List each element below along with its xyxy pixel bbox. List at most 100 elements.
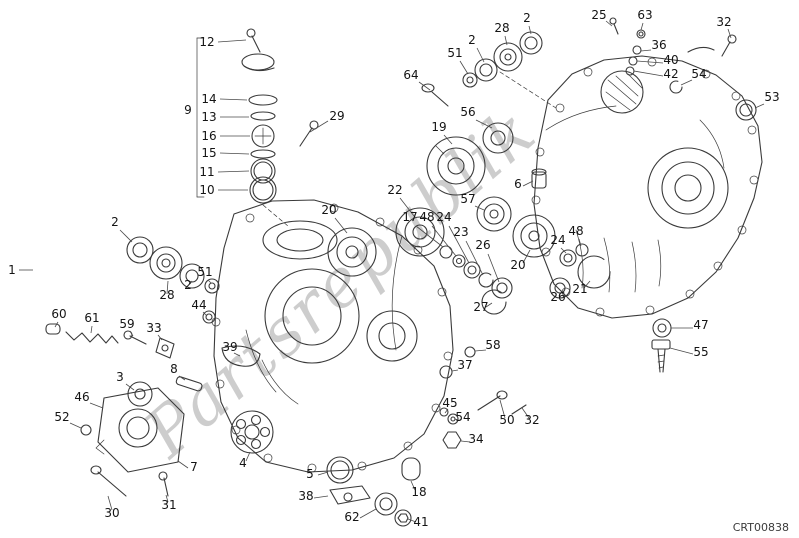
callout-30: 30 [104,506,119,520]
left-seal-set [126,236,220,294]
bolt-64 [421,83,449,107]
leader-line-7 [177,460,189,469]
callout-1: 1 [8,263,16,277]
leader-line-23 [465,240,484,276]
callout-26: 26 [550,290,565,304]
callout-9: 9 [184,103,192,117]
leader-line-17 [415,225,444,248]
callout-63: 63 [637,8,652,22]
leader-line-26 [487,253,500,283]
washer-series-center [439,245,513,315]
callout-51: 51 [447,46,462,60]
callout-54: 54 [691,67,706,81]
callout-28: 28 [159,288,174,302]
leader-line-12 [217,39,247,43]
leader-line-45 [444,408,449,414]
callout-17: 17 [402,210,417,224]
callout-51: 51 [197,265,212,279]
bolt-29 [299,120,319,147]
leader-line-33 [157,334,163,341]
callout-29: 29 [329,109,344,123]
callout-48: 48 [568,224,583,238]
callout-36: 36 [651,38,666,52]
plug-6 [531,168,547,189]
leader-line-2 [528,25,532,35]
callout-41: 41 [413,515,428,529]
leader-line-51 [459,60,469,75]
callout-62: 62 [344,510,359,524]
callout-37: 37 [457,358,472,372]
leader-line-14 [219,98,248,101]
callout-2: 2 [111,215,119,229]
oil-pump-assembly [80,387,185,497]
callout-2: 2 [523,11,531,25]
leader-line-60 [54,321,59,328]
washer-series-right [549,243,611,299]
callout-52: 52 [54,410,69,424]
callout-54: 54 [455,410,470,424]
leader-line-57 [474,205,485,211]
callout-48: 48 [419,210,434,224]
top-right-fasteners [609,17,737,94]
leader-line-34 [460,440,471,443]
leader-line-32 [521,407,530,419]
callout-47: 47 [693,318,708,332]
callout-61: 61 [84,311,99,325]
leader-line-63 [640,22,644,31]
leader-line-56 [475,119,493,129]
leader-line-28 [166,280,169,295]
callout-7: 7 [190,460,198,474]
leader-line-20 [334,217,348,234]
leader-line-31 [165,494,169,503]
callout-18: 18 [411,485,426,499]
leader-line-39 [233,352,241,357]
leader-line-61 [90,325,93,334]
callout-2: 2 [184,278,192,292]
callout-3: 3 [116,370,124,384]
bearing-20-right [512,214,556,258]
snap-ring-21 [577,255,611,289]
leader-line-11 [217,170,250,173]
leader-line-51 [207,279,212,284]
leader-line-50 [499,399,506,419]
callout-39: 39 [222,340,237,354]
diagram-code: CRT00838 [732,521,789,534]
callout-14: 14 [201,92,216,106]
leader-line-40 [636,60,664,64]
leader-line-4 [245,451,251,462]
callout-31: 31 [161,498,176,512]
callout-16: 16 [201,129,216,143]
leader-line-2 [476,47,485,63]
leader-line-58 [474,349,487,352]
leader-line-48 [431,225,457,257]
callout-28: 28 [494,21,509,35]
leader-line-5 [317,471,329,476]
spring-plate-4 [230,410,274,454]
bracket-9 [196,37,205,198]
leader-line-64 [418,81,431,91]
right-crankcase-half [531,55,763,319]
washer-56 [482,122,514,154]
leader-line-44 [202,311,208,317]
callout-44: 44 [191,298,206,312]
bearing-22 [395,207,445,257]
callout-53: 53 [764,90,779,104]
leader-line-6 [522,180,534,187]
leader-line-18 [410,480,416,491]
leader-line-52 [69,422,82,429]
leader-line-27 [485,302,493,308]
callout-33: 33 [146,321,161,335]
callout-24: 24 [436,210,451,224]
callout-57: 57 [460,192,475,206]
leader-line-62 [359,508,377,519]
callout-12: 12 [199,35,214,49]
leader-line-24 [560,247,567,254]
callout-58: 58 [485,338,500,352]
callout-19: 19 [431,120,446,134]
callout-11: 11 [199,165,214,179]
leader-line-20 [522,249,531,264]
line-art [45,17,763,527]
left-crankcase-half [211,199,454,473]
callout-25: 25 [591,8,606,22]
leader-line-32 [727,28,732,39]
